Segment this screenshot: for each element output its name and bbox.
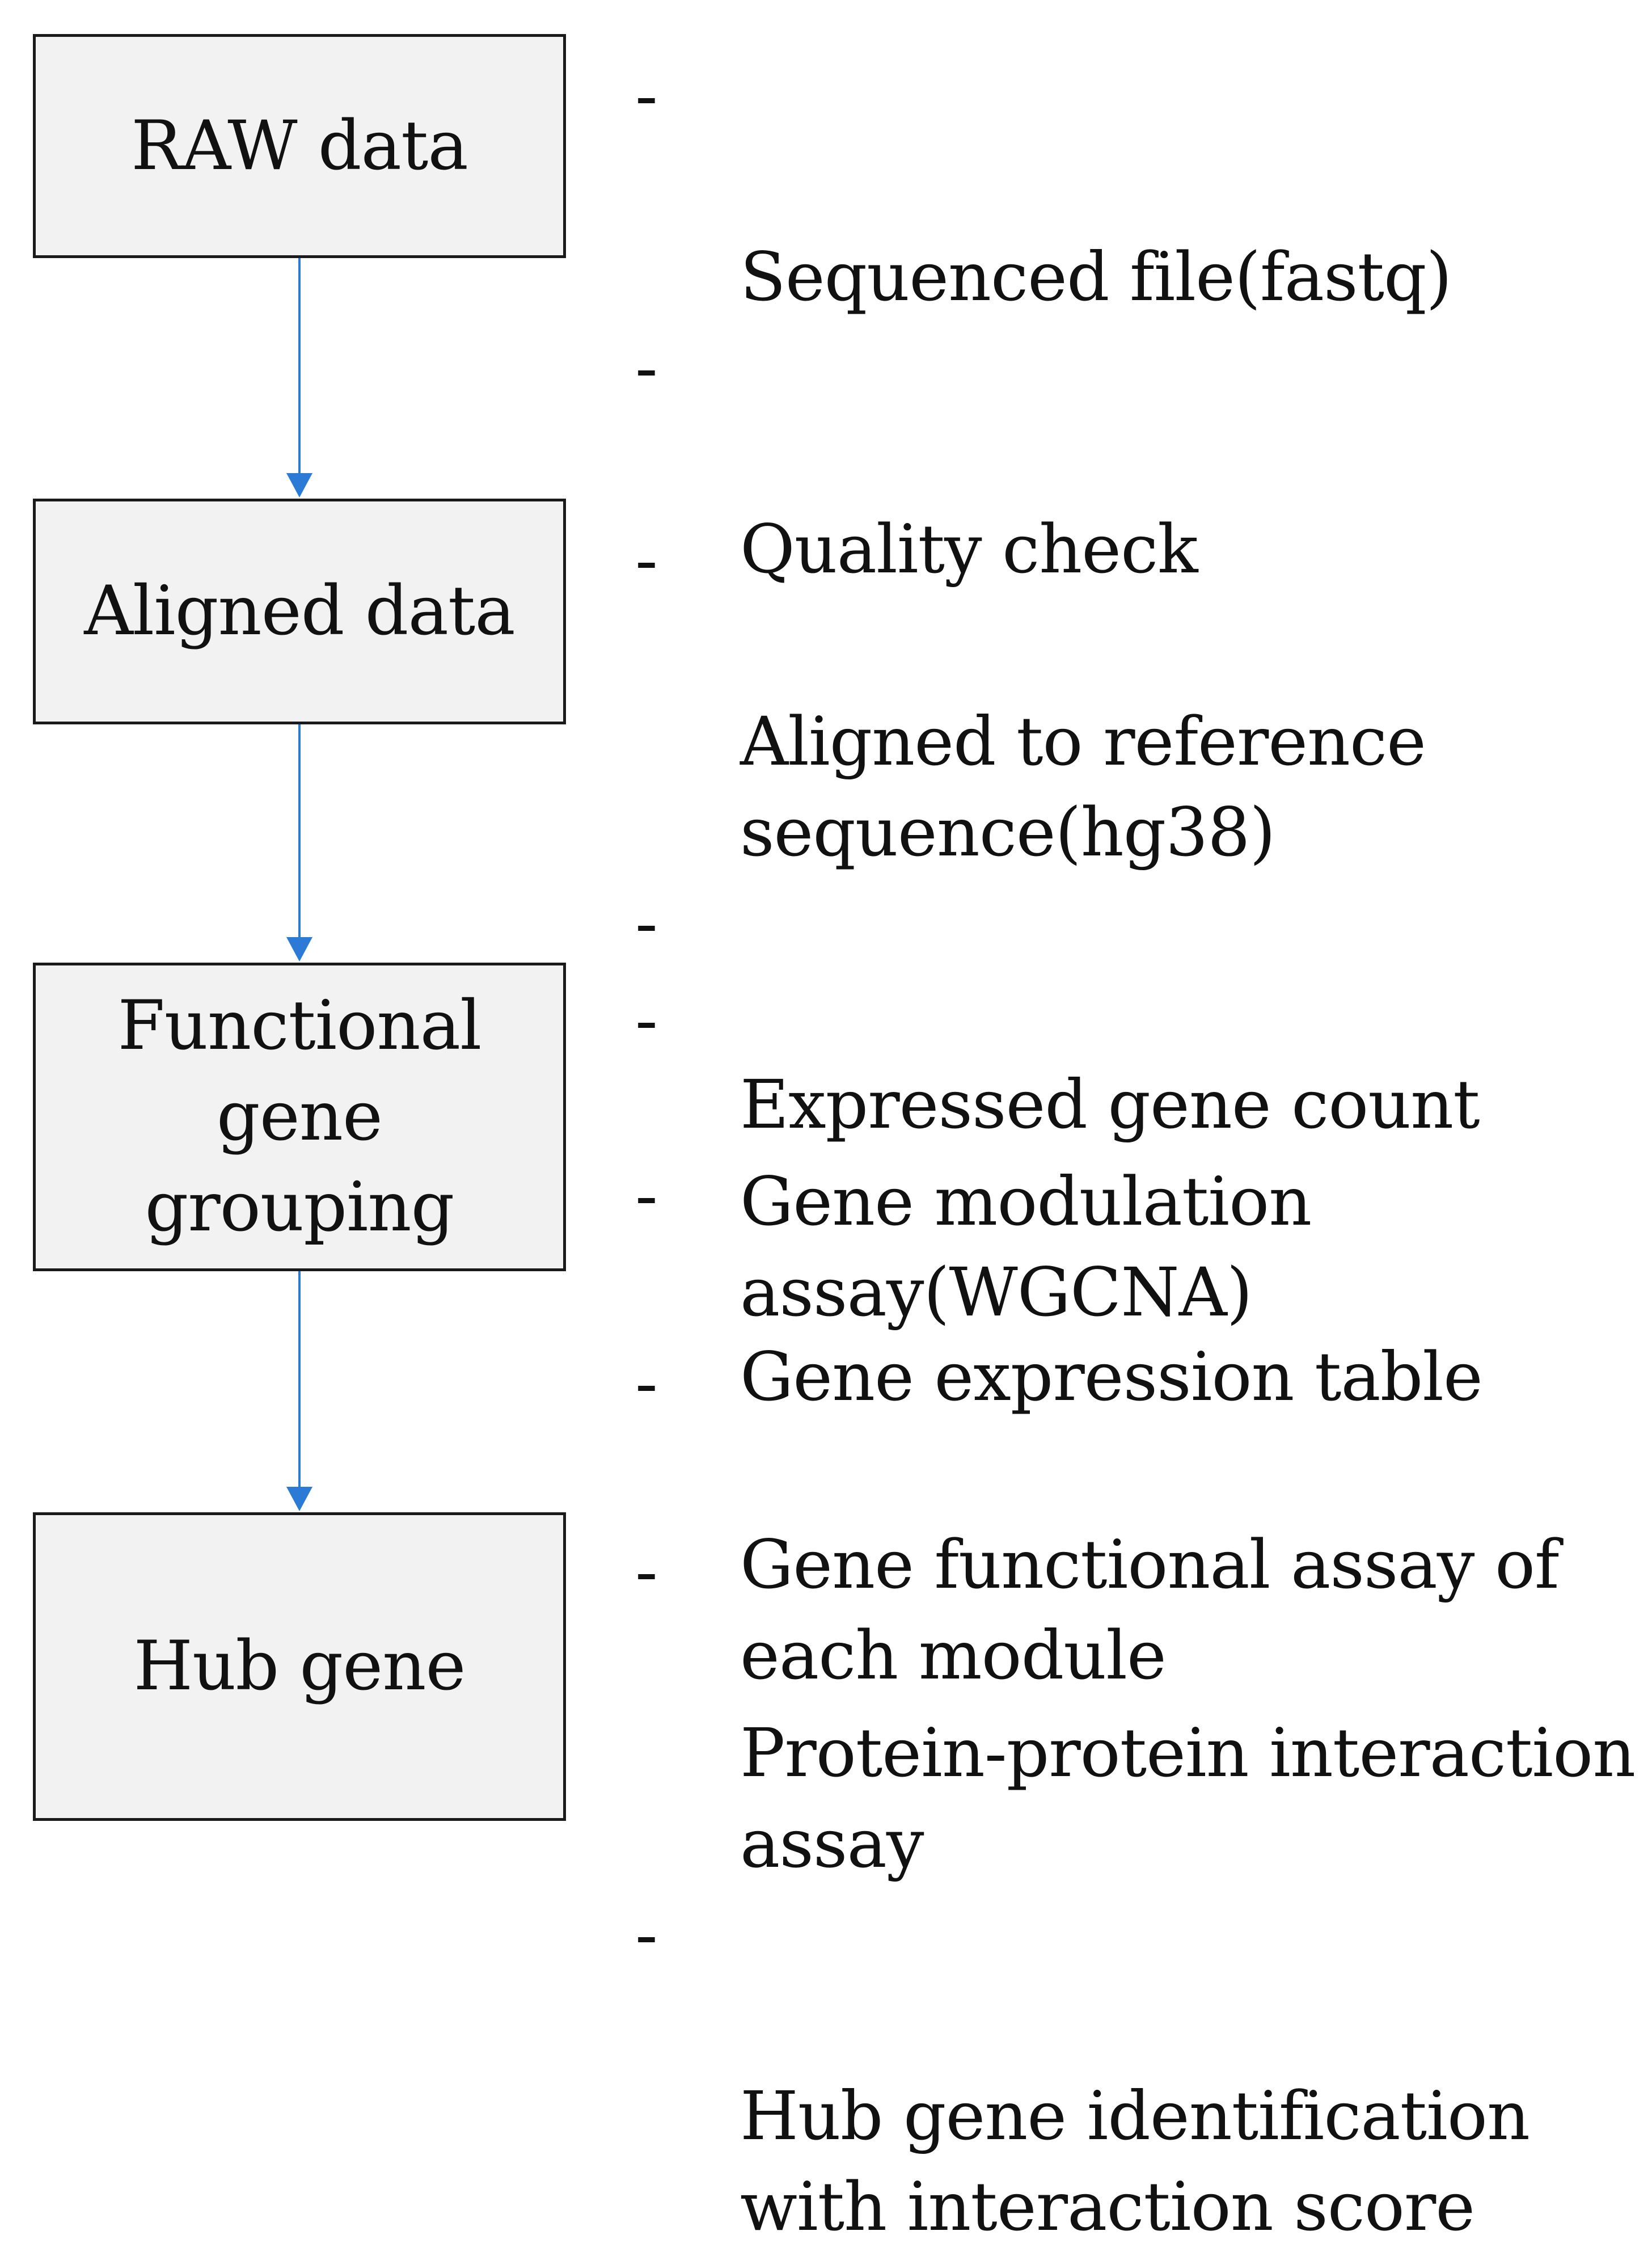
detail-list-raw-data: - Sequenced file(fastq) - Quality check bbox=[635, 50, 1645, 594]
arrow-functional-to-hub bbox=[286, 1271, 312, 1511]
detail-item: - Sequenced file(fastq) bbox=[635, 50, 1645, 322]
detail-item: - Aligned to reference sequence(hg38) bbox=[635, 514, 1645, 878]
dash-bullet: - bbox=[635, 521, 658, 599]
detail-item: - Gene functional assay of each module bbox=[635, 1338, 1645, 1701]
detail-text: Sequenced file(fastq) bbox=[740, 238, 1452, 316]
detail-list-aligned-data: - Aligned to reference sequence(hg38) - … bbox=[635, 514, 1645, 1422]
detail-text: Gene expression table bbox=[740, 1338, 1483, 1416]
detail-item: - Hub gene identification with interacti… bbox=[635, 1889, 1645, 2252]
detail-item: - Gene modulation assay(WGCNA) bbox=[635, 975, 1645, 1338]
detail-item: - Quality check bbox=[635, 322, 1645, 594]
flow-arrows bbox=[286, 258, 312, 1511]
detail-text: Expressed gene count bbox=[740, 1065, 1480, 1144]
detail-list-hub-gene: - Protein-protein interaction assay - Hu… bbox=[635, 1526, 1645, 2252]
detail-item: - Expressed gene count bbox=[635, 878, 1645, 1150]
detail-text: Hub gene identification with interaction… bbox=[740, 2077, 1530, 2246]
arrow-aligned-to-functional bbox=[286, 724, 312, 961]
detail-text: Gene modulation assay(WGCNA) bbox=[740, 1162, 1312, 1331]
dash-bullet: - bbox=[635, 328, 658, 407]
step-label: Aligned data bbox=[84, 572, 516, 651]
detail-text: Gene functional assay of each module bbox=[740, 1525, 1560, 1694]
step-box-hub-gene: Hub gene bbox=[33, 1512, 566, 1821]
dash-bullet: - bbox=[635, 981, 658, 1059]
dash-bullet: - bbox=[635, 1895, 658, 1973]
step-label: RAW data bbox=[131, 106, 468, 185]
step-label: Functional gene grouping bbox=[117, 986, 481, 1247]
arrow-raw-to-aligned bbox=[286, 258, 312, 497]
step-box-functional-gene-grouping: Functional gene grouping bbox=[33, 963, 566, 1271]
detail-text: Aligned to reference sequence(hg38) bbox=[740, 702, 1426, 871]
detail-text: Protein-protein interaction assay bbox=[740, 1714, 1636, 1883]
pipeline-flowchart: RAW data Aligned data Functional gene gr… bbox=[33, 34, 1645, 2246]
step-box-aligned-data: Aligned data bbox=[33, 499, 566, 724]
dash-bullet: - bbox=[635, 884, 658, 962]
step-box-raw-data: RAW data bbox=[33, 34, 566, 258]
dash-bullet: - bbox=[635, 56, 658, 134]
detail-item: - Protein-protein interaction assay bbox=[635, 1526, 1645, 1889]
detail-item: - Gene expression table bbox=[635, 1150, 1645, 1422]
dash-bullet: - bbox=[635, 1344, 658, 1422]
dash-bullet: - bbox=[635, 1532, 658, 1610]
dash-bullet: - bbox=[635, 1156, 658, 1234]
detail-text: Quality check bbox=[740, 510, 1198, 588]
detail-list-functional-gene-grouping: - Gene modulation assay(WGCNA) - Gene fu… bbox=[635, 975, 1645, 1701]
step-label: Hub gene bbox=[133, 1627, 466, 1706]
